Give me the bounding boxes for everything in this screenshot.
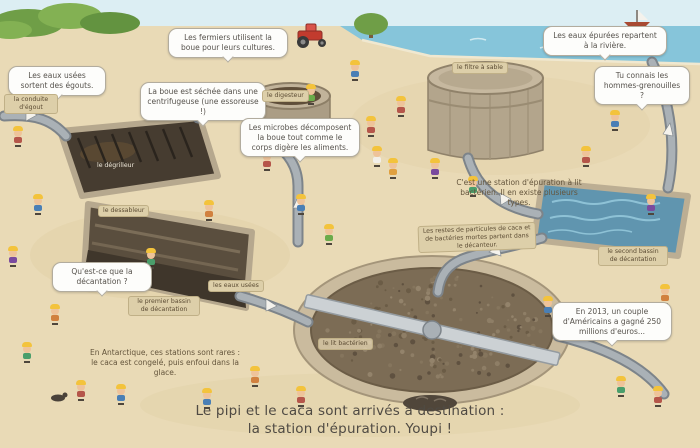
worker-figure [324,224,334,243]
worker-figure [388,158,398,177]
text-antarctica: En Antarctique, ces stations sont rares … [90,348,240,378]
speech-bubble-americans: En 2013, un couple d'Américains a gagné … [552,302,672,342]
worker-figure [430,158,440,177]
trickling-filter [293,255,571,405]
label-sewer-pipe: la conduite d'égout [4,94,58,114]
worker-figure [146,248,156,267]
label-grit-chamber: le dessableur [98,205,150,217]
sand-filter-tank [427,61,544,160]
worker-figure [13,126,23,145]
worker-figure [296,386,306,405]
worker-figure [250,366,260,385]
worker-figure [543,296,553,315]
tractor [297,23,326,48]
pond [403,395,457,411]
worker-figure [76,380,86,399]
label-residues: Les restes de particules de caca et de b… [417,221,537,254]
label-screen: le dégrilleur [92,160,140,172]
worker-figure [8,246,18,265]
worker-figure [204,200,214,219]
worker-figure [350,60,360,79]
text-plant-type: C'est une station d'épuration à lit bact… [456,178,582,208]
label-sand-filter: le filtre à sable [452,62,508,74]
label-raw-water: les eaux usées [208,280,264,292]
speech-bubble-sludge-dried: La boue est séchée dans une centrifugeus… [140,82,266,122]
worker-figure [616,376,626,395]
worker-figure [202,388,212,407]
worker-figure [366,116,376,135]
worker-figure [468,176,478,195]
worker-figure [296,194,306,213]
label-digester: le digesteur [262,90,309,102]
worker-figure [581,146,591,165]
worker-figure [116,384,126,403]
worker-figure [22,342,32,361]
worker-figure [33,194,43,213]
worker-figure [660,284,670,303]
speech-bubble-clean-water: Les eaux épurées repartent à la rivière. [543,26,667,56]
speech-bubble-microbes: Les microbes décomposent la boue tout co… [240,118,360,158]
label-first-basin: le premier bassin de décantation [128,296,200,316]
screen-basin [57,115,221,199]
speech-bubble-frogmen: Tu connais les hommes-grenouilles ? [594,66,690,106]
worker-figure [50,304,60,323]
speech-bubble-sewage-out: Les eaux usées sortent des égouts. [8,66,106,96]
worker-figure [646,194,656,213]
caption: Le pipi et le caca sont arrivés à destin… [0,402,700,438]
label-bacterial-bed: le lit bactérien [318,338,373,350]
speech-bubble-decantation: Qu'est-ce que la décantation ? [52,262,152,292]
caption-line-1: Le pipi et le caca sont arrivés à destin… [195,403,505,419]
worker-figure [610,110,620,129]
worker-figure [396,96,406,115]
caption-line-2: la station d'épuration. Youpi ! [247,421,453,438]
worker-figure [653,386,663,405]
dog [51,392,68,402]
speech-bubble-farmers: Les fermiers utilisent la boue pour leur… [168,28,288,58]
worker-figure [306,84,316,103]
doctor-figure [372,146,382,165]
label-second-basin: le second bassin de décantation [598,246,668,266]
bushes [0,3,388,39]
